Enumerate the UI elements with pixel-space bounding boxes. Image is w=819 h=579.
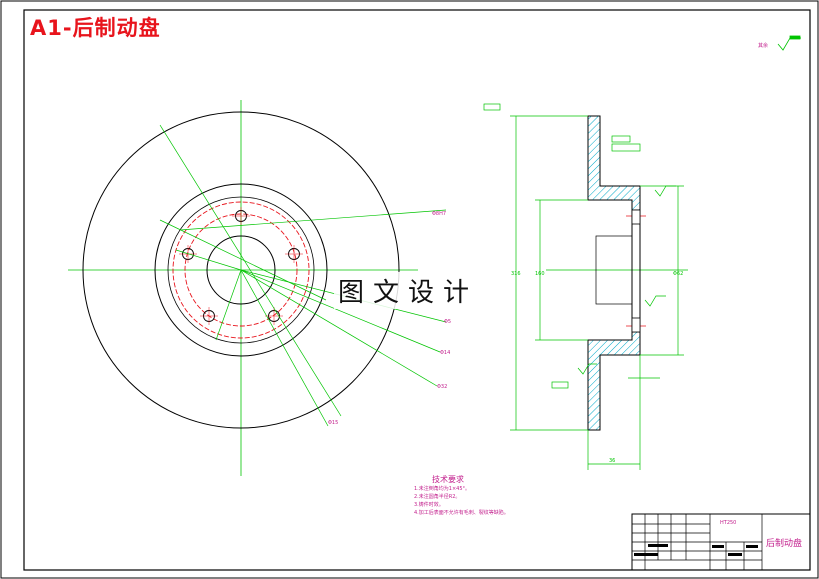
dimension-text-marks: Φ8H7 Φ5 Φ14 Φ32 Φ15 bbox=[328, 211, 451, 426]
title-block-material: HT250 bbox=[720, 520, 737, 526]
technical-requirement-line: 3.铸件时效。 bbox=[414, 502, 444, 508]
technical-requirement-line: 1.未注倒角均为1×45°。 bbox=[414, 486, 471, 492]
hatch-bottom bbox=[587, 331, 641, 431]
svg-text:Φ5: Φ5 bbox=[444, 319, 451, 325]
section-dimensions bbox=[510, 115, 684, 470]
other-roughness-label: 其余 bbox=[758, 43, 769, 49]
technical-requirement-line: 4.加工后表面不允许有毛刺、裂纹等缺陷。 bbox=[414, 510, 509, 516]
svg-text:Φ32: Φ32 bbox=[437, 384, 447, 390]
outer-disc-circle bbox=[82, 111, 400, 429]
svg-text:160: 160 bbox=[535, 271, 545, 277]
section-view: 316 160 Φ62 36 bbox=[483, 103, 688, 470]
technical-requirements-heading: 技术要求 bbox=[432, 475, 464, 484]
svg-text:316: 316 bbox=[511, 271, 521, 277]
roughness-marks bbox=[577, 185, 676, 375]
section-hole-bottom bbox=[631, 317, 641, 333]
title-block-part-name: 后制动盘 bbox=[766, 539, 803, 549]
section-dimension-text: 316 160 Φ62 36 bbox=[511, 271, 683, 464]
hub-step-circle bbox=[167, 196, 315, 344]
hub-outer-circle bbox=[154, 183, 328, 357]
pitch-circle-outer bbox=[172, 201, 310, 339]
watermark-text: 图文设计 bbox=[334, 272, 483, 309]
drawing-title-tag: A1-后制动盘 bbox=[30, 16, 161, 40]
center-bore-circle bbox=[206, 235, 276, 305]
svg-text:Φ14: Φ14 bbox=[440, 350, 450, 356]
dimension-leaders bbox=[159, 124, 447, 427]
svg-text:Φ8H7: Φ8H7 bbox=[432, 211, 446, 217]
section-bore bbox=[595, 235, 633, 305]
front-view: Φ8H7 Φ5 Φ14 Φ32 Φ15 bbox=[68, 100, 451, 476]
roughness-symbol bbox=[777, 35, 801, 51]
tolerance-frames bbox=[483, 103, 641, 389]
title-block bbox=[631, 513, 811, 571]
hatch-top bbox=[587, 115, 641, 211]
section-hole-top bbox=[631, 209, 641, 225]
title-block-fill-marks bbox=[634, 544, 758, 556]
section-bolt-holes bbox=[626, 215, 646, 327]
technical-requirements: 技术要求 1.未注倒角均为1×45°。 2.未注圆角半径R2。 3.铸件时效。 … bbox=[414, 474, 509, 517]
technical-requirement-line: 2.未注圆角半径R2。 bbox=[414, 494, 461, 500]
inner-frame bbox=[23, 9, 811, 571]
svg-text:Φ15: Φ15 bbox=[328, 420, 338, 426]
svg-text:Φ62: Φ62 bbox=[673, 271, 683, 277]
svg-text:36: 36 bbox=[609, 458, 615, 464]
